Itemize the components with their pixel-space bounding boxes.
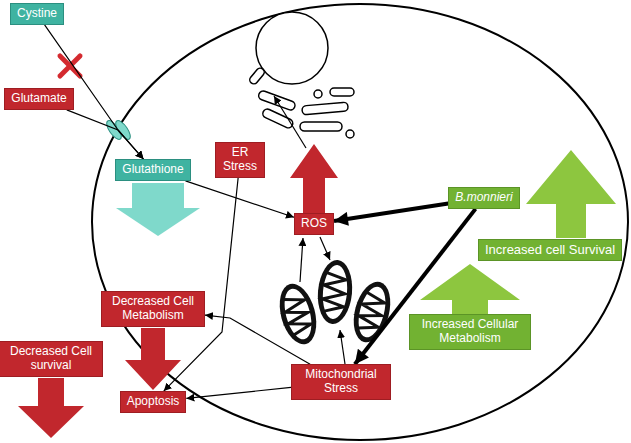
connector-arrow: [164, 178, 238, 391]
connector-arrow: [205, 315, 310, 364]
stress-to-mitochondria-arrow: [340, 330, 345, 364]
mitochondrion: [348, 278, 397, 347]
increase-arrow: [420, 264, 520, 316]
blocked-cross: [60, 56, 80, 76]
input-box: Cystine: [10, 3, 64, 25]
node-label: Mitochondrial Stress: [298, 368, 384, 396]
mitochondrion: [274, 280, 323, 349]
node-label: Apoptosis: [127, 395, 180, 409]
mitochondrion: [315, 259, 354, 326]
increase-arrow: [290, 144, 338, 214]
node-label: Decreased Cell survival: [6, 345, 96, 373]
node-label: ER Stress: [222, 146, 258, 174]
decrease-arrow: [18, 378, 84, 438]
connector-arrow: [185, 181, 293, 217]
outcome-box: Decreased Cell Metabolism: [101, 291, 205, 327]
ros-to-er-arrow: [274, 96, 306, 148]
nucleus-and-er: [248, 12, 354, 138]
node-label: Glutathione: [122, 163, 183, 177]
ros-box: ROS: [294, 213, 334, 235]
connector-arrow: [67, 110, 144, 159]
outcome-box: Decreased Cell survival: [0, 341, 103, 377]
stress-box: Mitochondrial Stress: [291, 364, 391, 400]
ros-to-mitochondria-arrow: [320, 237, 330, 260]
increase-arrow: [526, 150, 616, 238]
node-label: Cystine: [17, 7, 57, 21]
node-label: B.monnieri: [455, 191, 512, 205]
node-label: ROS: [301, 217, 327, 231]
stress-box: ER Stress: [215, 142, 265, 178]
decrease-arrow: [116, 183, 200, 236]
node-label: Glutamate: [11, 92, 66, 106]
product-box: Glutathione: [115, 159, 190, 181]
apoptosis-box: Apoptosis: [120, 391, 187, 413]
node-label: Increased Cellular Metabolism: [416, 318, 524, 346]
connector-arrow: [334, 203, 448, 220]
node-label: Increased cell Survival: [485, 243, 615, 258]
connector-arrow: [186, 387, 291, 398]
outcome-box: Increased Cellular Metabolism: [409, 314, 531, 350]
treatment-box: B.monnieri: [448, 187, 519, 209]
decrease-arrow: [125, 328, 181, 390]
input-box: Glutamate: [4, 88, 73, 110]
outcome-box: Increased cell Survival: [478, 239, 622, 262]
mitochondria-to-ros-arrow: [300, 238, 303, 282]
cell-membrane: [92, 4, 628, 440]
node-label: Decreased Cell Metabolism: [108, 295, 198, 323]
